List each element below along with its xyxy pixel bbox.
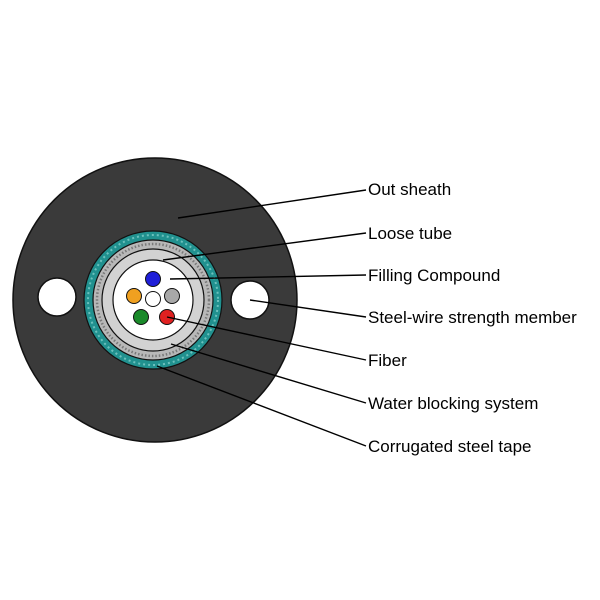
fiber-blue bbox=[145, 271, 161, 287]
fiber-orange bbox=[126, 288, 142, 304]
leader-steel-wire bbox=[249, 299, 367, 318]
leader-lines bbox=[156, 189, 367, 447]
steel-wire-left bbox=[37, 277, 77, 317]
leader-out-sheath bbox=[177, 189, 367, 219]
label-corrugated-steel-tape: Corrugated steel tape bbox=[368, 437, 532, 456]
leader-fiber bbox=[166, 316, 367, 361]
fiber-green bbox=[133, 309, 149, 325]
label-water-blocking-system: Water blocking system bbox=[368, 394, 538, 413]
label-steel-wire-strength-member: Steel-wire strength member bbox=[368, 308, 577, 327]
leader-filling-compound bbox=[169, 274, 367, 280]
label-loose-tube: Loose tube bbox=[368, 224, 452, 243]
label-filling-compound: Filling Compound bbox=[368, 266, 500, 285]
fiber-gray bbox=[164, 288, 180, 304]
corrugated-steel-tape-ridges bbox=[95, 242, 211, 358]
leader-water-blocking bbox=[170, 343, 367, 404]
label-fiber: Fiber bbox=[368, 351, 407, 370]
water-blocking-texture bbox=[87, 234, 219, 366]
fiber-white bbox=[145, 291, 161, 307]
leader-corrugated-steel-tape bbox=[156, 365, 367, 447]
leader-loose-tube bbox=[162, 232, 367, 261]
label-out-sheath: Out sheath bbox=[368, 180, 451, 199]
